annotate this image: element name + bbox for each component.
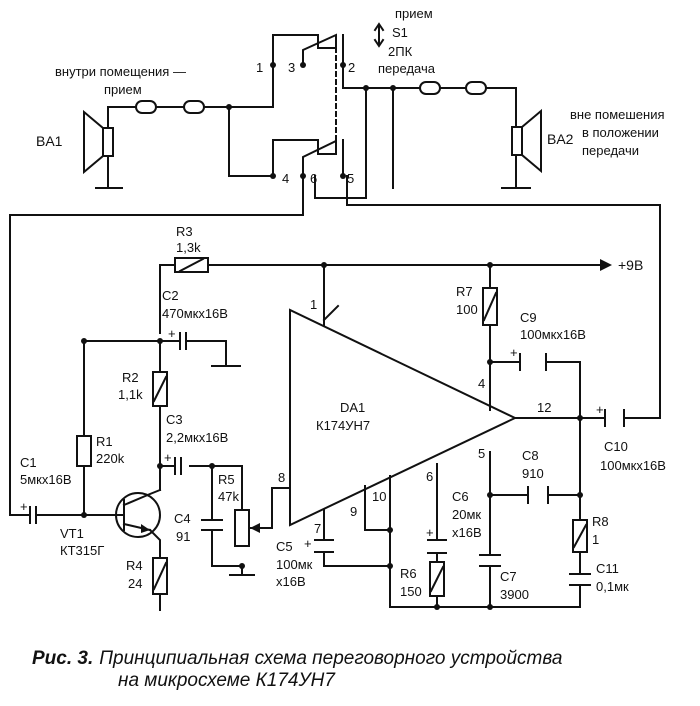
label-c8: C8 bbox=[522, 448, 539, 463]
label-r1-val: 220k bbox=[96, 451, 125, 466]
label-c5: C5 bbox=[276, 539, 293, 554]
label-switch-type: 2ПК bbox=[388, 44, 413, 59]
label-r1: R1 bbox=[96, 434, 113, 449]
label-outside-2: в положении bbox=[582, 125, 659, 140]
label-c9: C9 bbox=[520, 310, 537, 325]
resistors bbox=[76, 257, 588, 597]
circuit-schematic: прием S1 2ПК передача внутри помещения —… bbox=[9, 6, 666, 611]
label-r7: R7 bbox=[456, 284, 473, 299]
label-pin-10: 10 bbox=[372, 489, 386, 504]
figure-number: Рис. 3. bbox=[32, 648, 94, 669]
opamp-da1 bbox=[289, 304, 518, 527]
label-c7-val: 3900 bbox=[500, 587, 529, 602]
label-ba2: BA2 bbox=[547, 131, 574, 147]
label-r2-val: 1,1k bbox=[118, 387, 143, 402]
label-outside-3: передачи bbox=[582, 143, 639, 158]
label-pin-1: 1 bbox=[310, 297, 317, 312]
label-c9-val: 100мкх16В bbox=[520, 327, 586, 342]
switch-s1 bbox=[226, 22, 396, 179]
label-pin-8: 8 bbox=[278, 470, 285, 485]
label-c4: C4 bbox=[174, 511, 191, 526]
label-supply: +9В bbox=[618, 257, 643, 273]
label-r8-val: 1 bbox=[592, 532, 599, 547]
label-c1-val: 5мкх16В bbox=[20, 472, 72, 487]
label-r3: R3 bbox=[176, 224, 193, 239]
label-pin-6: 6 bbox=[426, 469, 433, 484]
svg-text:+: + bbox=[168, 326, 176, 341]
label-pin-5: 5 bbox=[478, 446, 485, 461]
label-switch-top: прием bbox=[395, 6, 433, 21]
label-contact-3: 3 bbox=[288, 60, 295, 75]
label-c3-val: 2,2мкх16В bbox=[166, 430, 228, 445]
label-c2: C2 bbox=[162, 288, 179, 303]
label-c8-val: 910 bbox=[522, 466, 544, 481]
label-pin-9: 9 bbox=[350, 504, 357, 519]
label-c6-val-1: 20мк bbox=[452, 507, 481, 522]
label-pin-4: 4 bbox=[478, 376, 485, 391]
svg-text:+: + bbox=[596, 402, 604, 417]
label-r6-val: 150 bbox=[400, 584, 422, 599]
caption-line-1: Рис. 3.Принципиальная схема переговорног… bbox=[32, 648, 692, 670]
label-r6: R6 bbox=[400, 566, 417, 581]
label-c1: C1 bbox=[20, 455, 37, 470]
label-c2-val: 470мкх16В bbox=[162, 306, 228, 321]
speaker-ba1 bbox=[83, 109, 123, 189]
label-c7: C7 bbox=[500, 569, 517, 584]
label-switch-bottom: передача bbox=[378, 61, 436, 76]
label-outside-1: вне помешения bbox=[570, 107, 665, 122]
label-pin-12: 12 bbox=[537, 400, 551, 415]
svg-text:+: + bbox=[426, 525, 434, 540]
label-c3: C3 bbox=[166, 412, 183, 427]
label-r8: R8 bbox=[592, 514, 609, 529]
wiring-main bbox=[9, 175, 661, 611]
svg-text:+: + bbox=[164, 450, 172, 465]
label-c5-val-2: х16В bbox=[276, 574, 306, 589]
label-da1-val: К174УН7 bbox=[316, 418, 370, 433]
label-vt1-val: КТ315Г bbox=[60, 543, 104, 558]
label-contact-2: 2 bbox=[348, 60, 355, 75]
cable-shield-loops bbox=[135, 81, 487, 114]
speaker-ba2 bbox=[501, 108, 542, 189]
capacitors bbox=[29, 332, 625, 586]
label-c6-val-2: х16В bbox=[452, 525, 482, 540]
transistor-vt1 bbox=[115, 488, 162, 538]
label-c5-val-1: 100мк bbox=[276, 557, 313, 572]
label-r4: R4 bbox=[126, 558, 143, 573]
label-contact-5: 5 bbox=[347, 171, 354, 186]
label-inside-1: внутри помещения — bbox=[55, 64, 186, 79]
label-c4-val: 91 bbox=[176, 529, 190, 544]
svg-text:+: + bbox=[20, 499, 28, 514]
label-c10: C10 bbox=[604, 439, 628, 454]
label-contact-1: 1 bbox=[256, 60, 263, 75]
junction-dots bbox=[81, 262, 583, 610]
label-r3-val: 1,3k bbox=[176, 240, 201, 255]
label-contact-4: 4 bbox=[282, 171, 289, 186]
schematic-labels: прием S1 2ПК передача внутри помещения —… bbox=[20, 6, 666, 602]
label-c6: C6 bbox=[452, 489, 469, 504]
label-contact-6: 6 bbox=[310, 171, 317, 186]
label-c11: C11 bbox=[596, 561, 619, 576]
label-r4-val: 24 bbox=[128, 576, 142, 591]
label-r5: R5 bbox=[218, 472, 235, 487]
label-pin-7: 7 bbox=[314, 521, 321, 536]
label-r2: R2 bbox=[122, 370, 139, 385]
label-vt1: VT1 bbox=[60, 526, 84, 541]
svg-text:+: + bbox=[510, 345, 518, 360]
label-c11-val: 0,1мк bbox=[596, 579, 629, 594]
label-ba1: BA1 bbox=[36, 133, 63, 149]
figure-caption: Рис. 3.Принципиальная схема переговорног… bbox=[32, 648, 692, 692]
label-switch-name: S1 bbox=[392, 25, 408, 40]
label-c10-val: 100мкх16В bbox=[600, 458, 666, 473]
caption-line-2: на микросхеме К174УН7 bbox=[118, 670, 335, 691]
label-inside-2: прием bbox=[104, 82, 142, 97]
label-r7-val: 100 bbox=[456, 302, 478, 317]
label-da1: DA1 bbox=[340, 400, 365, 415]
label-r5-val: 47k bbox=[218, 489, 239, 504]
svg-text:+: + bbox=[304, 536, 312, 551]
caption-text-1: Принципиальная схема переговорного устро… bbox=[99, 648, 563, 669]
